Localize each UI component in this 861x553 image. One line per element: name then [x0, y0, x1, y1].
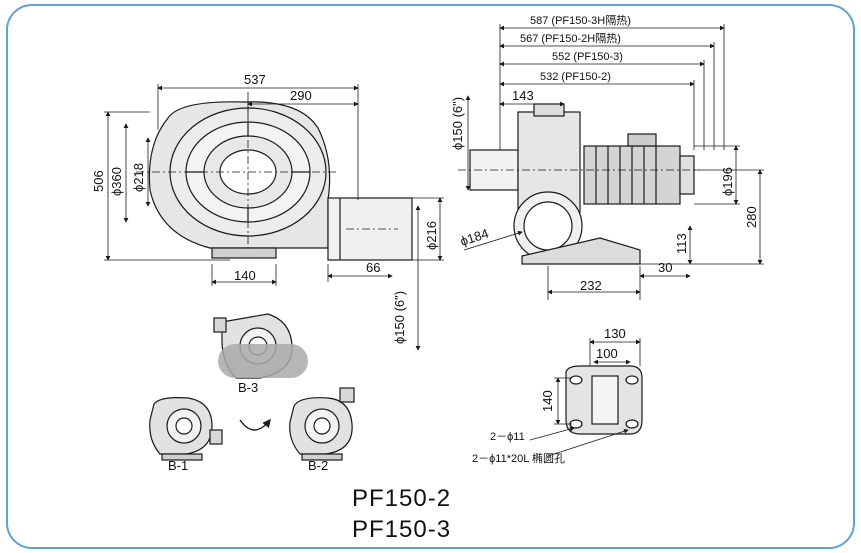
- hole-note: 2－ϕ11: [490, 431, 525, 443]
- base-detail-dimension-text: 130 100 140 2－ϕ11 2－ϕ11*20L 椭圆孔: [472, 326, 626, 465]
- base-detail-plate: [565, 365, 643, 435]
- dim-232: 232: [580, 278, 602, 293]
- front-view-blower: [148, 101, 413, 261]
- slot-note: 2－ϕ11*20L 椭圆孔: [472, 451, 565, 465]
- dim-552: 552 (PF150-3): [552, 51, 623, 63]
- dim-280: 280: [744, 206, 759, 228]
- dim-130: 130: [604, 326, 626, 341]
- orientation-b2: [289, 387, 355, 461]
- base-detail-dimensions: [529, 338, 641, 457]
- dim-587: 587 (PF150-3H隔热): [530, 14, 631, 27]
- dim-290: 290: [290, 88, 312, 103]
- model-name-pf150-2: PF150-2: [352, 485, 452, 512]
- front-view-dimensions: [104, 84, 444, 351]
- dim-base-140: 140: [540, 390, 555, 412]
- drawing-frame: [6, 4, 855, 549]
- label-b1: B-1: [168, 458, 188, 473]
- dim-506: 506: [91, 170, 106, 192]
- dim-dia-360: ϕ360: [109, 167, 124, 196]
- dim-143: 143: [512, 88, 534, 103]
- dim-532: 532 (PF150-2): [540, 71, 611, 83]
- dim-66: 66: [366, 260, 380, 275]
- dim-113: 113: [674, 233, 689, 254]
- side-view-dimensions: [458, 24, 764, 300]
- orientation-labels: B-3 B-1 B-2: [168, 380, 328, 473]
- side-view-blower: [469, 103, 695, 265]
- dim-inlet-dia-150: ϕ150 (6"): [450, 97, 465, 150]
- watermark-overlay: [218, 344, 308, 378]
- dim-537: 537: [244, 72, 266, 87]
- dim-140: 140: [234, 268, 256, 283]
- rotation-arrow-icon: [239, 418, 271, 431]
- dim-outlet-dia-150: ϕ150 (6"): [392, 291, 407, 344]
- label-b3: B-3: [238, 380, 258, 395]
- dim-100: 100: [596, 346, 618, 361]
- dim-dia-216: ϕ216: [424, 221, 439, 250]
- dim-dia-218: ϕ218: [131, 163, 146, 192]
- model-name-pf150-3: PF150-3: [352, 516, 452, 543]
- orientation-b1: [149, 397, 223, 461]
- front-view-dimension-text: 537 290 506 ϕ360 ϕ218 140 66 ϕ216 ϕ150 (…: [91, 72, 439, 344]
- dim-dia-184: ϕ184: [458, 226, 490, 249]
- label-b2: B-2: [308, 458, 328, 473]
- dim-dia-196: ϕ196: [720, 167, 735, 196]
- dim-30: 30: [658, 260, 672, 275]
- dim-567: 567 (PF150-2H隔热): [520, 32, 621, 45]
